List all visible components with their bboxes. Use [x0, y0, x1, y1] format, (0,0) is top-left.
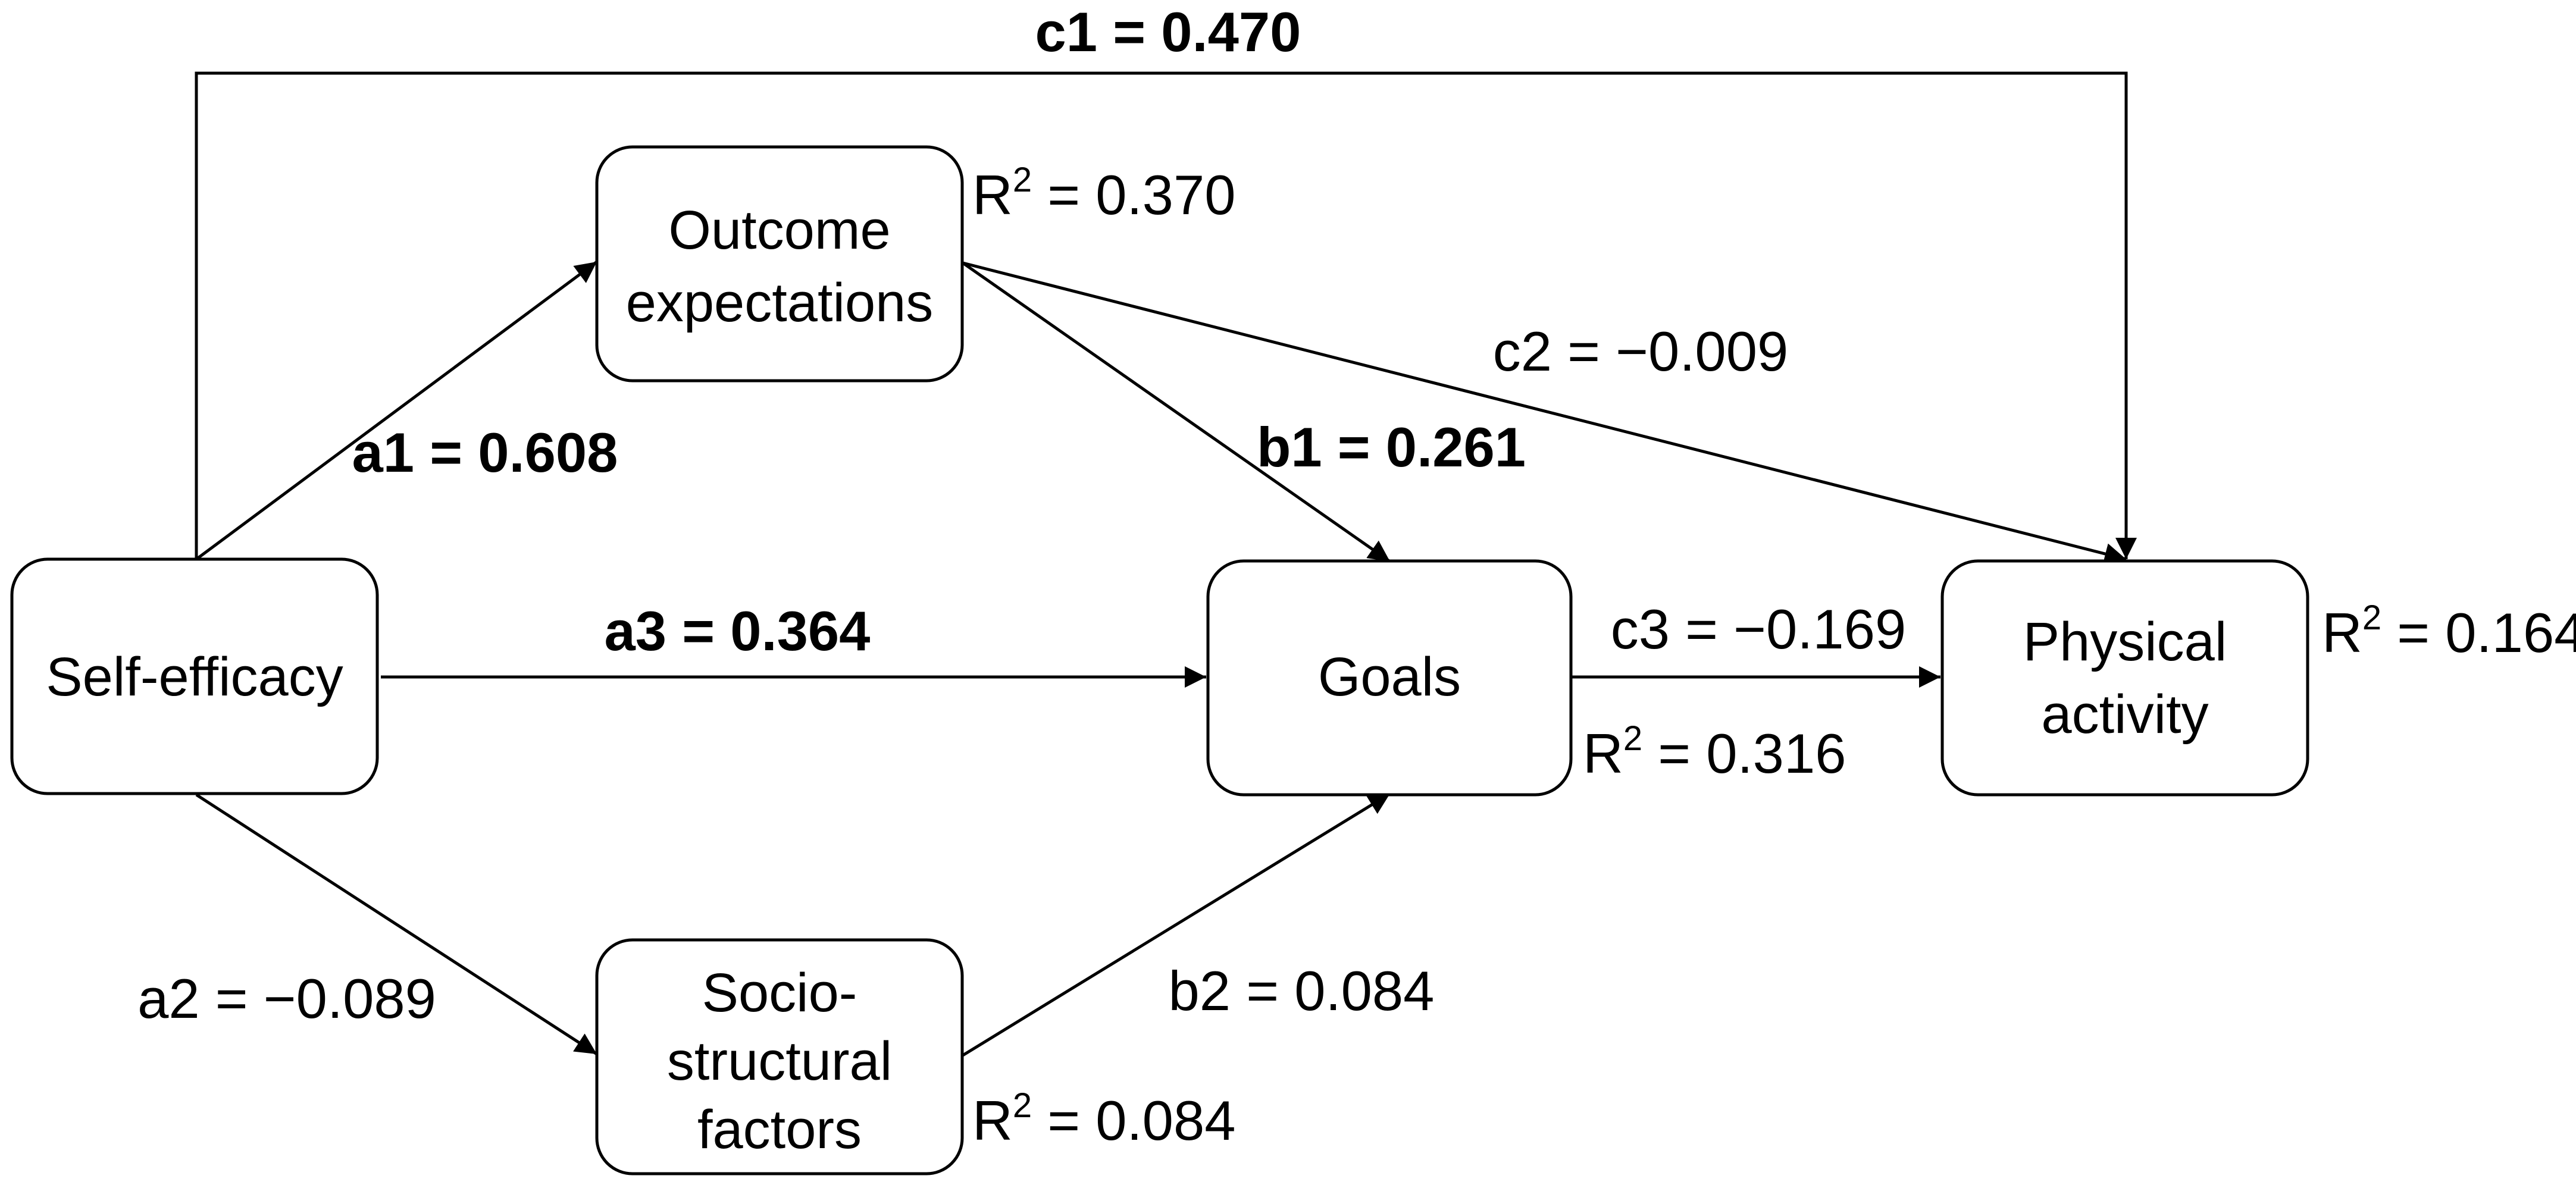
label-b2: b2 = 0.084 [1169, 960, 1435, 1022]
r2-exponent: 2 [2362, 598, 2381, 637]
node-box [595, 145, 964, 383]
arrow-a2 [195, 793, 598, 1056]
arrow-c1 [195, 71, 2137, 559]
label-c1: c1 = 0.470 [1035, 1, 1301, 63]
r2-value: = 0.370 [1032, 164, 1235, 226]
node-label: Self-efficacy [46, 647, 343, 707]
node-label-line-2: activity [2041, 684, 2208, 745]
r2-symbol: R [972, 164, 1013, 226]
r2-symbol: R [2322, 601, 2362, 664]
node-box [1940, 559, 2309, 797]
r2-symbol: R [972, 1089, 1013, 1152]
r2-goals: R2 = 0.316 [1583, 719, 1846, 785]
label-c3: c3 = −0.169 [1611, 598, 1907, 660]
r2-sociostructural-factors: R2 = 0.084 [972, 1086, 1236, 1152]
path-arrows [195, 71, 2137, 1057]
arrow-a1 [195, 260, 598, 561]
r2-exponent: 2 [1623, 719, 1642, 758]
node-label-line-2: expectations [626, 272, 934, 333]
arrow-c2 [962, 261, 2127, 565]
r2-physical-activity: R2 = 0.164 [2322, 598, 2576, 664]
label-b1: b1 = 0.261 [1257, 416, 1526, 478]
node-label-line-1: Physical [2023, 612, 2227, 672]
node-label: Goals [1318, 647, 1461, 707]
r2-value: = 0.084 [1032, 1089, 1235, 1152]
label-a2: a2 = −0.089 [137, 967, 436, 1030]
r2-outcome-expectations: R2 = 0.370 [972, 161, 1236, 226]
node-label-line-2: structural [667, 1031, 892, 1092]
node-self-efficacy: Self-efficacy [10, 557, 379, 795]
r2-symbol: R [1583, 722, 1623, 785]
path-labels: c1 = 0.470 a1 = 0.608 b1 = 0.261 c2 = −0… [137, 1, 1906, 1030]
node-box [10, 557, 379, 795]
r2-exponent: 2 [1013, 161, 1032, 199]
r2-value: = 0.316 [1642, 722, 1846, 785]
label-a3: a3 = 0.364 [605, 600, 871, 662]
r-squared-labels: R2 = 0.370 R2 = 0.316 R2 = 0.084 R2 = 0.… [972, 161, 2576, 1152]
node-goals: Goals [1206, 559, 1573, 797]
arrow-b1 [962, 261, 1391, 563]
arrow-b2 [962, 792, 1391, 1057]
node-physical-activity: Physical activity [1940, 559, 2309, 797]
node-sociostructural-factors: Socio- structural factors [595, 938, 964, 1175]
r2-value: = 0.164 [2381, 601, 2576, 664]
node-label-line-1: Socio- [702, 963, 857, 1023]
node-box [1206, 559, 1573, 797]
r2-exponent: 2 [1013, 1086, 1032, 1125]
node-label-line-3: factors [697, 1099, 862, 1160]
label-a1: a1 = 0.608 [352, 421, 618, 484]
node-box [595, 938, 964, 1175]
label-c2: c2 = −0.009 [1493, 320, 1789, 383]
node-label-line-1: Outcome [668, 200, 890, 261]
node-outcome-expectations: Outcome expectations [595, 145, 964, 383]
